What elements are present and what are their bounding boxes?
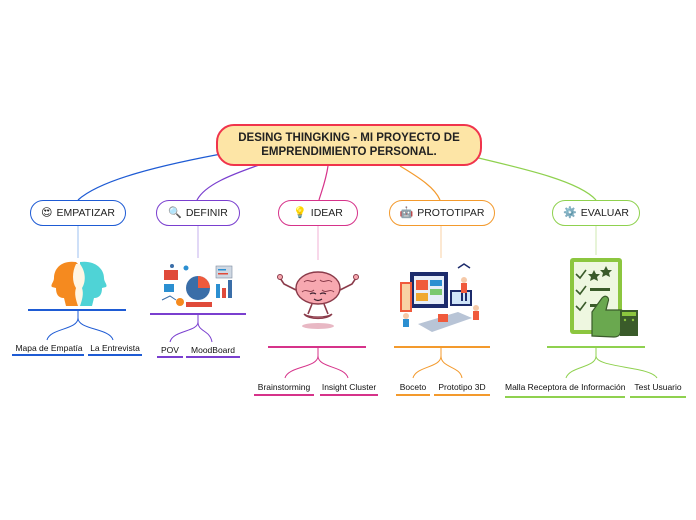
branch-label: DEFINIR xyxy=(185,207,228,219)
leaf-moodboard[interactable]: MoodBoard xyxy=(191,345,235,355)
light-bulb-icon: 💡 xyxy=(293,206,307,219)
branch-idear[interactable]: 💡 IDEAR xyxy=(278,200,358,226)
empathy-faces-illustration xyxy=(51,261,107,306)
leaf-boceto[interactable]: Boceto xyxy=(399,382,427,392)
connector-root-evaluar xyxy=(469,155,597,201)
central-topic[interactable]: DESING THINGKING - MI PROYECTO DE EMPREN… xyxy=(216,124,482,166)
leaf-pov[interactable]: POV xyxy=(161,345,179,355)
leaf-malla-receptora[interactable]: Malla Receptora de Información xyxy=(505,382,626,392)
prototype-workshop-illustration xyxy=(400,263,479,332)
connector-root-prototipar xyxy=(399,165,441,201)
connector-root-definir xyxy=(196,163,263,201)
leaf-prototipo-3d[interactable]: Prototipo 3D xyxy=(438,382,486,392)
connector-root-idear xyxy=(318,165,329,201)
robot-icon: 🤖 xyxy=(399,206,414,219)
checklist-thumbs-up-illustration xyxy=(570,258,638,338)
branch-empatizar[interactable]: 😍 EMPATIZAR xyxy=(30,200,126,226)
leaf-insight-cluster[interactable]: Insight Cluster xyxy=(321,382,377,392)
branch-label: EVALUAR xyxy=(580,207,629,219)
central-topic-line2: EMPRENDIMIENTO PERSONAL. xyxy=(261,146,437,158)
leaf-test-usuario[interactable]: Test Usuario xyxy=(634,382,682,392)
branch-prototipar[interactable]: 🤖 PROTOTIPAR xyxy=(389,200,495,226)
leaf-la-entrevista[interactable]: La Entrevista xyxy=(90,343,140,353)
branch-evaluar[interactable]: ⚙️ EVALUAR xyxy=(552,200,640,226)
magnifying-glass-icon: 🔍 xyxy=(168,206,182,219)
gear-icon: ⚙️ xyxy=(563,206,577,219)
leaf-brainstorming[interactable]: Brainstorming xyxy=(257,382,311,392)
meditating-brain-illustration xyxy=(277,271,359,329)
branch-definir[interactable]: 🔍 DEFINIR xyxy=(156,200,240,226)
branch-label: PROTOTIPAR xyxy=(417,207,485,219)
definition-infographic-illustration xyxy=(161,264,233,307)
smiling-face-with-heart-eyes-icon: 😍 xyxy=(41,206,53,219)
connector-root-empatizar xyxy=(77,151,233,201)
branch-label: EMPATIZAR xyxy=(56,207,115,219)
branch-label: IDEAR xyxy=(310,207,343,219)
central-topic-line1: DESING THINGKING - MI PROYECTO DE xyxy=(238,132,460,144)
leaf-mapa-de-empatia[interactable]: Mapa de Empatía xyxy=(15,343,83,353)
